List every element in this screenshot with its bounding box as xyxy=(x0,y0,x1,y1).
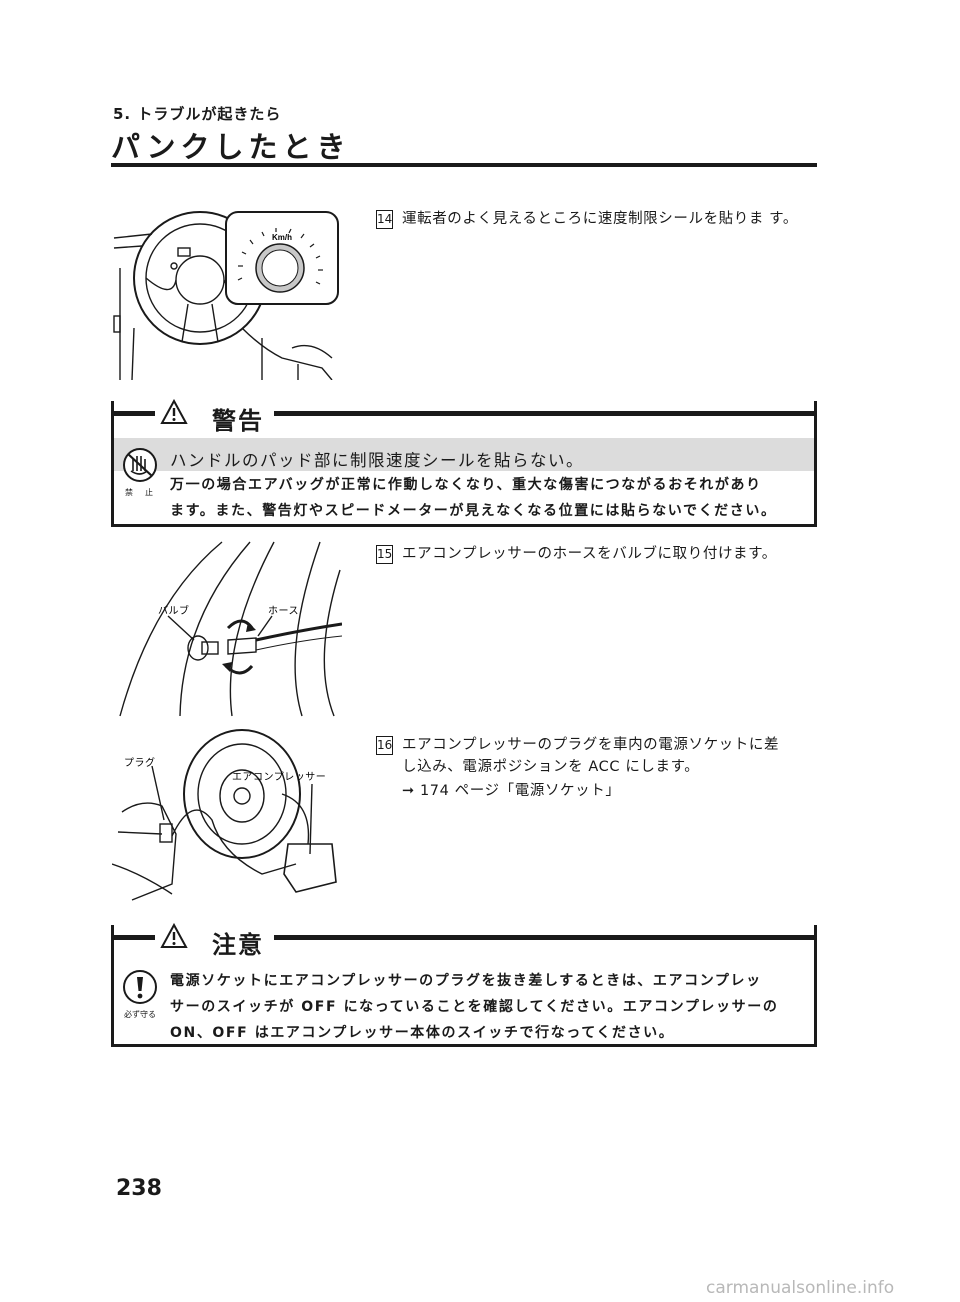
page-reference: ➞ 174 ページ「電源ソケット」 xyxy=(402,783,621,799)
prohibition-caption: 禁 止 xyxy=(125,488,155,497)
page-title: パンクしたとき xyxy=(111,130,351,164)
step-text: エアコンプレッサーのホースをバルブに取り付けます。 xyxy=(402,546,777,562)
caution-box: 注意 必ず守る 電源ソケットにエアコンプレッサーのプラグを抜き差しするときは、エ… xyxy=(111,923,817,1047)
step-16: 16 エアコンプレッサーのプラグを車内の電源ソケットに差 し込み、電源ポジション… xyxy=(376,735,818,801)
page-number: 238 xyxy=(116,1176,162,1201)
step-number: 14 xyxy=(376,210,393,229)
prohibited-hand-icon xyxy=(123,448,157,482)
caution-label: 注意 xyxy=(212,931,264,959)
step-15: 15 エアコンプレッサーのホースをバルブに取り付けます。 xyxy=(376,544,818,564)
warning-headline: ハンドルのパッド部に制限速度シールを貼らない。 xyxy=(170,451,584,470)
step-text-line-1: エアコンプレッサーのプラグを車内の電源ソケットに差 xyxy=(402,737,780,753)
caution-header: 注意 xyxy=(111,923,817,959)
warning-body-line-1: 万一の場合エアバッグが正常に作動しなくなり、重大な傷害につながるおそれがあり xyxy=(170,477,762,493)
compressor-plug-illustration: プラグ エアコンプレッサー xyxy=(112,729,337,901)
prohibition-symbol: 禁 止 xyxy=(120,447,160,498)
compressor-label: エアコンプレッサー xyxy=(232,771,326,783)
mandatory-caption: 必ず守る xyxy=(124,1010,156,1019)
plug-label: プラグ xyxy=(124,756,156,769)
step-number: 16 xyxy=(376,736,393,755)
gauge-unit-label: Km/h xyxy=(272,233,292,242)
warning-label: 警告 xyxy=(212,407,264,435)
caution-line-2: サーのスイッチが OFF になっていることを確認してください。エアコンプレッサー… xyxy=(170,999,779,1015)
title-divider xyxy=(111,163,817,167)
watermark: carmanualsonline.info xyxy=(706,1278,895,1298)
step-14: 14 運転者のよく見えるところに速度制限シールを貼りま す。 xyxy=(376,209,818,229)
step-text: 運転者のよく見えるところに速度制限シールを貼りま す。 xyxy=(402,211,798,227)
steering-wheel-illustration: Km/h xyxy=(113,211,339,380)
warning-body-line-2: ます。また、警告灯やスピードメーターが見えなくなる位置には貼らないでください。 xyxy=(170,503,777,519)
warning-header: 警告 xyxy=(111,399,817,435)
warning-triangle-icon xyxy=(160,399,188,424)
hose-label: ホース xyxy=(268,605,299,617)
valve-label: バルブ xyxy=(158,604,190,617)
caution-triangle-icon xyxy=(160,923,188,948)
step-number: 15 xyxy=(376,545,393,564)
step-text-line-2: し込み、電源ポジションを ACC にします。 xyxy=(402,759,700,775)
mandatory-symbol: 必ず守る xyxy=(120,969,160,1020)
exclamation-icon xyxy=(123,970,157,1004)
caution-line-1: 電源ソケットにエアコンプレッサーのプラグを抜き差しするときは、エアコンプレッ xyxy=(170,973,762,989)
caution-line-3: ON、OFF はエアコンプレッサー本体のスイッチで行なってください。 xyxy=(170,1025,675,1041)
warning-box: 警告 禁 止 ハンドルのパッド部に制限速度シールを貼らない。 万一の場合エアバッ… xyxy=(111,399,817,527)
valve-hose-illustration: バルブ ホース xyxy=(119,541,342,717)
chapter-heading: 5. トラブルが起きたら xyxy=(113,105,282,123)
